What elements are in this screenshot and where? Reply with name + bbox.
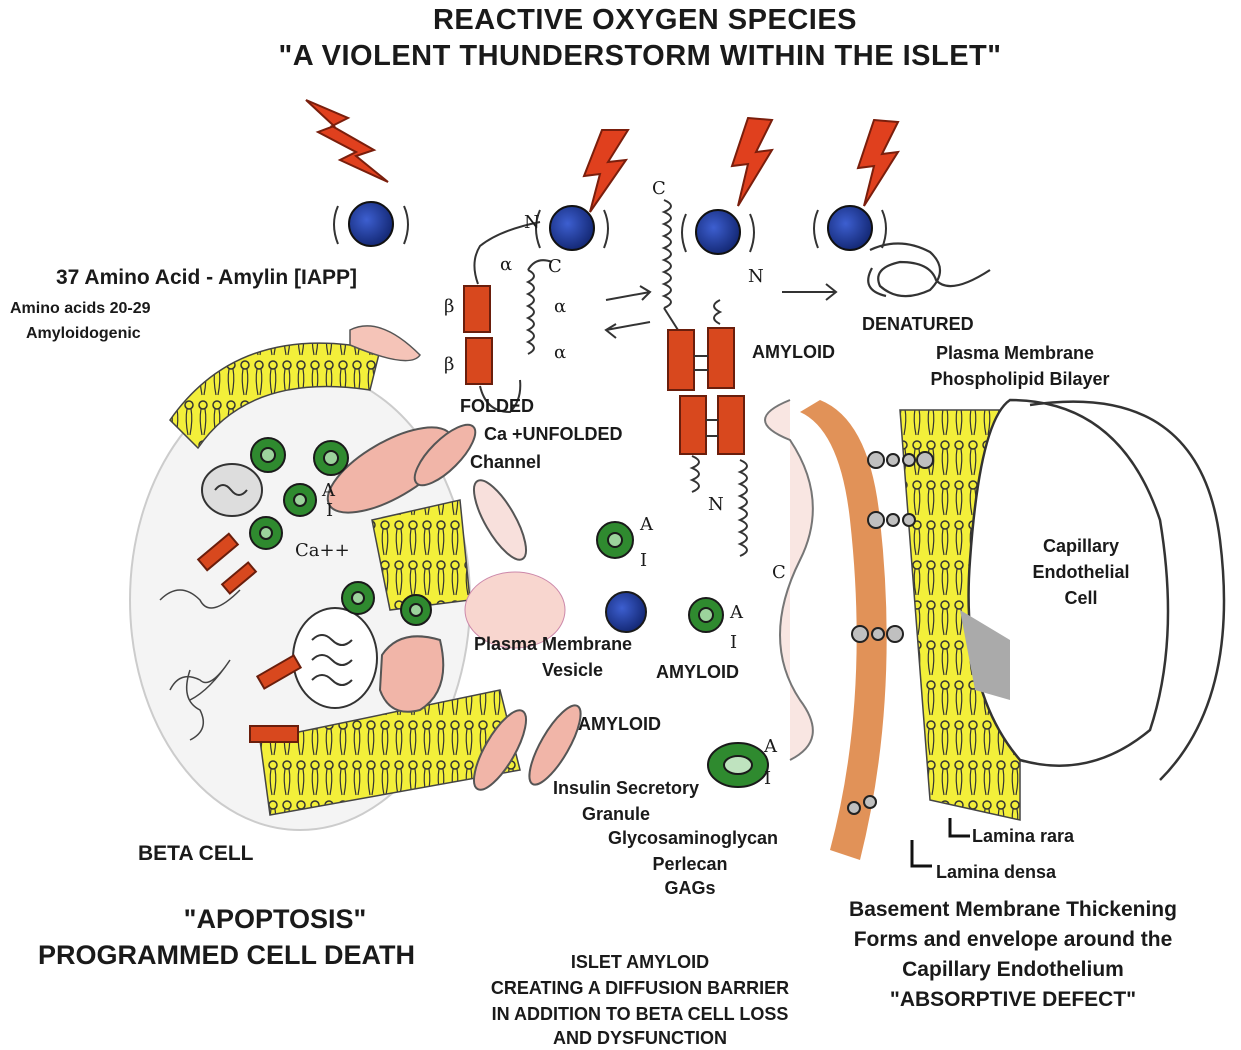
granule-i-label-1: I bbox=[326, 500, 333, 521]
vesicle-label-1: Plasma Membrane bbox=[474, 634, 632, 655]
gag-label-3: GAGs bbox=[640, 878, 740, 899]
ros-ball-3 bbox=[682, 210, 754, 254]
folded-label: FOLDED bbox=[460, 396, 534, 417]
capillary-label-2: Endothelial bbox=[1020, 562, 1142, 583]
granule-i-label-4: I bbox=[764, 768, 771, 789]
gag-label-2: Perlecan bbox=[620, 854, 760, 875]
gag-label-1: Glycosaminoglycan bbox=[586, 828, 800, 849]
granule-a-label-1: A bbox=[322, 480, 335, 501]
lightning-bolt-2 bbox=[584, 130, 628, 212]
amino-acids-label: Amino acids 20-29 bbox=[10, 300, 151, 318]
lightning-bolt-3 bbox=[732, 118, 772, 206]
alpha-label-1: α bbox=[500, 254, 512, 275]
amyloid-low-label: AMYLOID bbox=[578, 714, 661, 735]
capillary-label-1: Capillary bbox=[1026, 536, 1136, 557]
absorptive-defect-label: "ABSORPTIVE DEFECT" bbox=[820, 988, 1206, 1012]
islet-amyloid-label-3: IN ADDITION TO BETA CELL LOSS bbox=[440, 1004, 840, 1025]
ros-ball-2 bbox=[536, 206, 608, 250]
folded-amylin bbox=[464, 222, 552, 412]
lamina-densa-label: Lamina densa bbox=[936, 862, 1056, 883]
amyloid-mid-label: AMYLOID bbox=[656, 662, 739, 683]
c-terminal-label-3: C bbox=[772, 562, 786, 583]
capillary-label-3: Cell bbox=[1026, 588, 1136, 609]
lamina-brackets bbox=[912, 818, 970, 866]
granule-a-label-2: A bbox=[640, 514, 653, 535]
denatured-label: DENATURED bbox=[862, 314, 974, 335]
alpha-label-2: α bbox=[554, 296, 566, 317]
c-terminal-label-1: C bbox=[548, 256, 562, 277]
ros-ball-4 bbox=[814, 206, 886, 250]
n-terminal-label-3: N bbox=[708, 494, 724, 515]
granule-a-label-4: A bbox=[764, 736, 777, 757]
plasma-membrane-label-1: Plasma Membrane bbox=[900, 343, 1130, 364]
amylin-label: 37 Amino Acid - Amylin [IAPP] bbox=[56, 266, 357, 290]
n-terminal-label-1: N bbox=[524, 212, 540, 233]
capillary-region bbox=[765, 400, 1224, 860]
insulin-granule-label-2: Granule bbox=[556, 804, 676, 825]
islet-amyloid-label-2: CREATING A DIFFUSION BARRIER bbox=[440, 978, 840, 999]
programmed-cell-death-label: PROGRAMMED CELL DEATH bbox=[38, 940, 415, 971]
islet-amyloid-label-1: ISLET AMYLOID bbox=[470, 952, 810, 973]
amyloid-top-label: AMYLOID bbox=[752, 342, 835, 363]
n-terminal-label-2: N bbox=[748, 266, 764, 287]
granule-a-label-3: A bbox=[730, 602, 743, 623]
title-line-2: "A VIOLENT THUNDERSTORM WITHIN THE ISLET… bbox=[220, 40, 1060, 73]
denatured-protein bbox=[868, 243, 990, 296]
c-terminal-label-2: C bbox=[652, 178, 666, 199]
lightning-bolt-1 bbox=[306, 100, 388, 182]
plasma-membrane-label-2: Phospholipid Bilayer bbox=[900, 369, 1140, 390]
islet-amyloid-label-4: AND DYSFUNCTION bbox=[470, 1028, 810, 1049]
basement-membrane-label-3: Capillary Endothelium bbox=[820, 958, 1206, 982]
amyloid-strands bbox=[664, 200, 747, 556]
title-line-1: REACTIVE OXYGEN SPECIES bbox=[375, 4, 915, 37]
calcium-ion-label: Ca++ bbox=[295, 540, 350, 561]
vesicle-label-2: Vesicle bbox=[542, 660, 603, 681]
alpha-label-3: α bbox=[554, 342, 566, 363]
apoptosis-label: "APOPTOSIS" bbox=[140, 904, 410, 935]
basement-membrane-label-1: Basement Membrane Thickening bbox=[790, 898, 1236, 922]
granule-i-label-2: I bbox=[640, 550, 647, 571]
granule-i-label-3: I bbox=[730, 632, 737, 653]
insulin-granule-label-1: Insulin Secretory bbox=[532, 778, 720, 799]
lightning-bolt-4 bbox=[858, 120, 898, 206]
ca-unfolded-label: Ca +UNFOLDED bbox=[484, 424, 623, 445]
ros-ball-1 bbox=[334, 202, 408, 246]
channel-label: Channel bbox=[470, 452, 541, 473]
beta-strand-label-1: β bbox=[444, 296, 454, 317]
beta-strand-label-2: β bbox=[444, 354, 454, 375]
beta-cell-label: BETA CELL bbox=[138, 842, 254, 866]
amyloidogenic-label: Amyloidogenic bbox=[26, 325, 141, 343]
basement-membrane-label-2: Forms and envelope around the bbox=[790, 928, 1236, 952]
lamina-rara-label: Lamina rara bbox=[972, 826, 1074, 847]
